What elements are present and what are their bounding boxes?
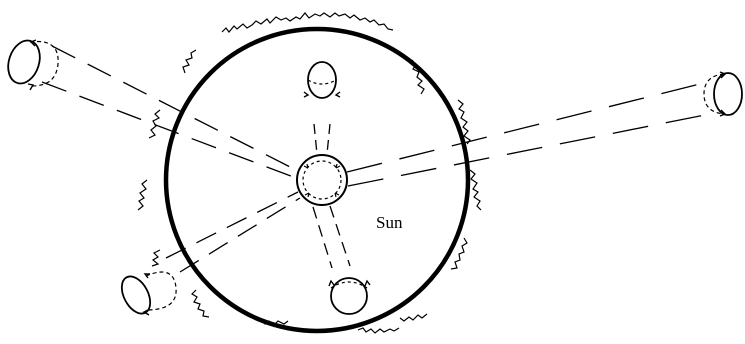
loop-upper-left bbox=[3, 36, 58, 90]
central-loop bbox=[297, 155, 347, 205]
solar-limb-fringe bbox=[138, 13, 481, 333]
loop-top bbox=[304, 62, 340, 98]
loop-bottom bbox=[329, 278, 370, 314]
sight-lines bbox=[42, 46, 710, 272]
loop-right bbox=[704, 72, 742, 116]
sun-label: Sun bbox=[376, 213, 403, 232]
loop-lower-left bbox=[116, 272, 176, 319]
sun-disk bbox=[166, 29, 468, 331]
